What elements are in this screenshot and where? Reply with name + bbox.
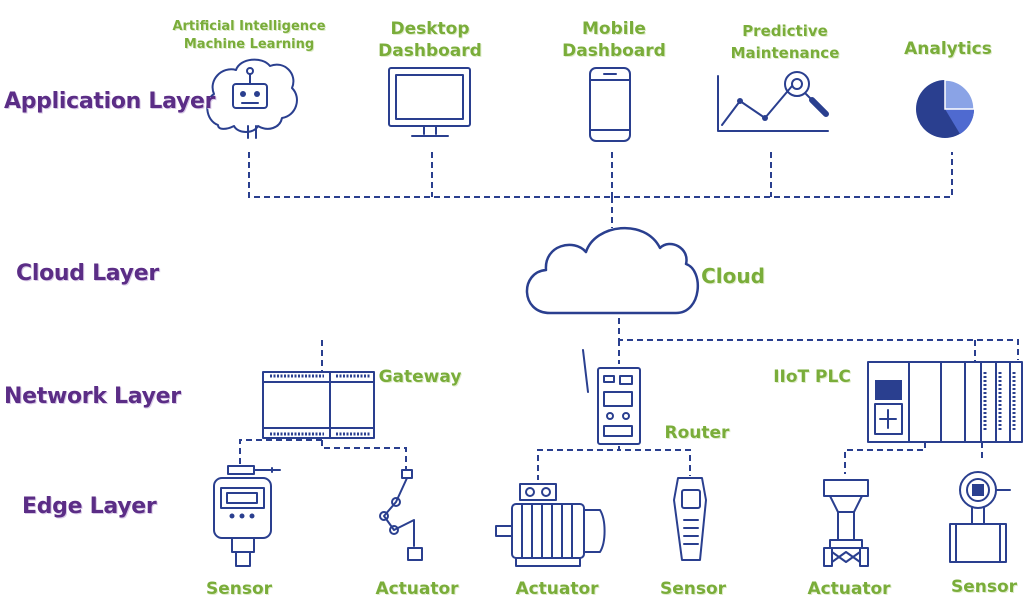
cloud-icon bbox=[525, 226, 699, 315]
plc-actuator-label: Actuator bbox=[807, 579, 891, 599]
desktop-monitor-icon bbox=[388, 67, 471, 137]
router-sensor-label: Sensor bbox=[659, 579, 727, 599]
plc-device-icon bbox=[867, 361, 1023, 443]
router-label: Router bbox=[664, 423, 730, 443]
network-layer-title: Network Layer bbox=[4, 384, 181, 409]
ai-label-line2: Machine Learning bbox=[183, 37, 315, 52]
gateway-label: Gateway bbox=[378, 367, 462, 387]
analytics-label: Analytics bbox=[904, 39, 992, 59]
ai-label-line1: Artificial Intelligence bbox=[172, 19, 326, 34]
desktop-label: Desktop Dashboard bbox=[374, 18, 486, 62]
valve-actuator-icon bbox=[823, 479, 869, 567]
flow-sensor-icon bbox=[949, 471, 1011, 563]
handheld-sensor-icon bbox=[673, 477, 707, 561]
gateway-actuator-icon bbox=[379, 469, 423, 561]
mobile-label-line2: Dashboard bbox=[562, 41, 666, 61]
cloud-layer-title: Cloud Layer bbox=[16, 261, 159, 286]
ai-label: Artificial Intelligence Machine Learning bbox=[168, 18, 330, 54]
motor-actuator-icon bbox=[495, 483, 606, 567]
predictive-label: Predictive Maintenance bbox=[718, 20, 852, 64]
ai-brain-icon bbox=[206, 58, 298, 139]
mobile-label: Mobile Dashboard bbox=[558, 18, 670, 62]
mobile-phone-icon bbox=[589, 67, 631, 142]
gateway-device-icon bbox=[262, 371, 375, 439]
gateway-sensor-label: Sensor bbox=[205, 579, 273, 599]
desktop-label-line2: Dashboard bbox=[378, 41, 482, 61]
cloud-label: Cloud bbox=[701, 264, 765, 288]
application-layer-title: Application Layer bbox=[4, 89, 216, 114]
desktop-label-line1: Desktop bbox=[390, 19, 470, 39]
plc-sensor-label: Sensor bbox=[950, 577, 1018, 597]
edge-layer-title: Edge Layer bbox=[22, 494, 157, 519]
predictive-chart-icon bbox=[717, 71, 829, 132]
gateway-sensor-icon bbox=[213, 465, 281, 567]
analytics-pie-icon bbox=[916, 79, 975, 138]
router-actuator-label: Actuator bbox=[515, 579, 599, 599]
mobile-label-line1: Mobile bbox=[582, 19, 646, 39]
gateway-actuator-label: Actuator bbox=[375, 579, 459, 599]
connector-lines bbox=[239, 152, 1019, 480]
plc-label: IIoT PLC bbox=[773, 367, 851, 387]
predictive-label-line2: Maintenance bbox=[730, 44, 840, 62]
router-device-icon bbox=[582, 349, 641, 445]
predictive-label-line1: Predictive bbox=[742, 22, 828, 40]
